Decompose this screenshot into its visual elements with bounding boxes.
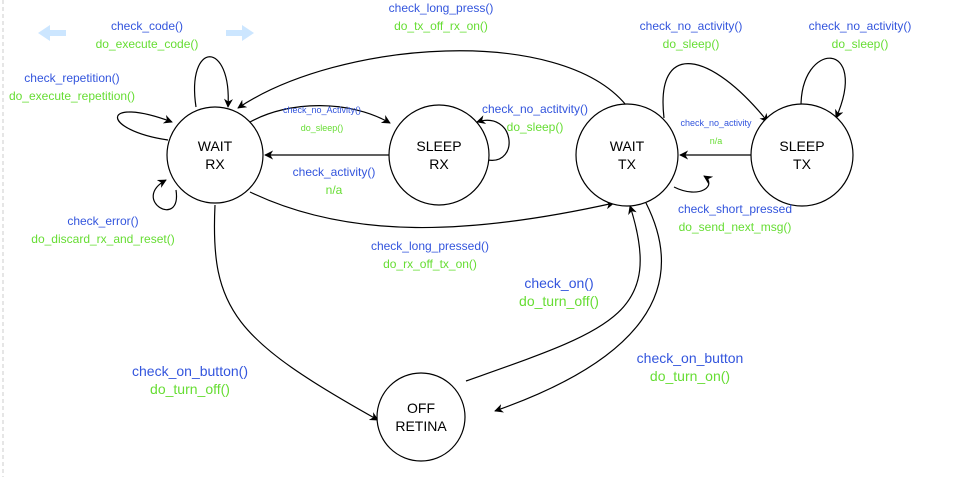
label-long-press-action: do_tx_off_rx_on() [394,19,488,33]
edge-off-to-wait-tx [465,205,641,382]
state-wait-tx-line2: TX [618,156,637,172]
edge-wait-tx-to-wait-rx [237,50,627,109]
label-no-activity-rx-action: do_sleep() [301,123,344,133]
label-long-pressed-action: do_rx_off_tx_on() [383,257,477,271]
state-sleep-rx: SLEEP RX [388,104,490,206]
label-on-action: do_turn_off() [519,293,599,309]
edge-wait-tx-to-off [494,202,662,413]
label-activity-tx-cond: check_no_activity [680,118,752,128]
label-on-button-tx-action: do_turn_on() [650,368,730,384]
label-sleep-rx-loop-action: do_sleep() [507,120,564,134]
edge-wait-tx-to-sleep-tx [662,63,769,123]
label-on-button-rx-action: do_turn_off() [150,381,230,397]
label-activity-tx-action: n/a [710,136,723,146]
edge-sleep-tx-loop [800,57,846,119]
edge-wait-tx-loop [673,175,714,193]
edge-code-loop [194,56,233,108]
label-short-pressed-cond: check_short_pressed [678,202,792,216]
label-repetition-cond: check_repetition() [24,71,119,85]
edge-sleep-rx-loop [476,115,510,161]
label-on-cond: check_on() [524,275,593,291]
edge-repetition-loop [116,111,173,141]
state-sleep-tx-line2: TX [793,156,812,172]
edge-error-loop [152,179,177,211]
state-sleep-tx: SLEEP TX [750,103,854,207]
label-on-button-rx-cond: check_on_button() [132,363,248,379]
label-activity-action: n/a [326,183,343,197]
state-off-retina-line1: OFF [407,400,435,416]
label-long-press-cond: check_long_press() [389,1,494,15]
label-repetition-action: do_execute_repetition() [9,89,135,103]
label-error-cond: check_error() [67,214,138,228]
state-sleep-tx-line1: SLEEP [779,138,824,154]
state-wait-tx: WAIT TX [575,103,679,207]
label-sleep-tx-loop-action: do_sleep() [832,37,889,51]
label-sleep-tx-loop-cond: check_no_activity() [809,19,912,33]
edge-wait-rx-to-off [213,204,379,421]
label-on-button-tx-cond: check_on_button [637,350,744,366]
state-wait-rx-line1: WAIT [198,138,233,154]
label-error-action: do_discard_rx_and_reset() [31,232,174,246]
label-no-activity-rx-cond: check_no_Activity() [283,105,361,115]
edge-wait-rx-to-wait-tx [249,191,615,229]
state-off-retina-line2: RETINA [395,418,447,434]
label-code-cond: check_code() [111,19,183,33]
state-wait-rx-line2: RX [205,156,225,172]
label-activity-cond: check_activity() [293,165,376,179]
state-sleep-rx-line2: RX [429,156,449,172]
label-short-pressed-action: do_send_next_msg() [679,220,792,234]
state-off-retina: OFF RETINA [376,372,466,462]
label-code-action: do_execute_code() [96,37,199,51]
state-wait-tx-line1: WAIT [610,138,645,154]
right-arrow-icon [226,25,254,41]
label-long-pressed-cond: check_long_pressed() [371,239,489,253]
edge-wait-rx-to-sleep-rx [249,105,391,124]
state-sleep-rx-line1: SLEEP [416,138,461,154]
left-arrow-icon [38,25,66,41]
state-wait-rx: WAIT RX [166,106,264,204]
label-sleep-rx-loop-cond: check_no_actitvity() [482,102,588,116]
label-no-activity-tx-action: do_sleep() [663,37,720,51]
label-no-activity-tx-cond: check_no_activity() [640,19,743,33]
